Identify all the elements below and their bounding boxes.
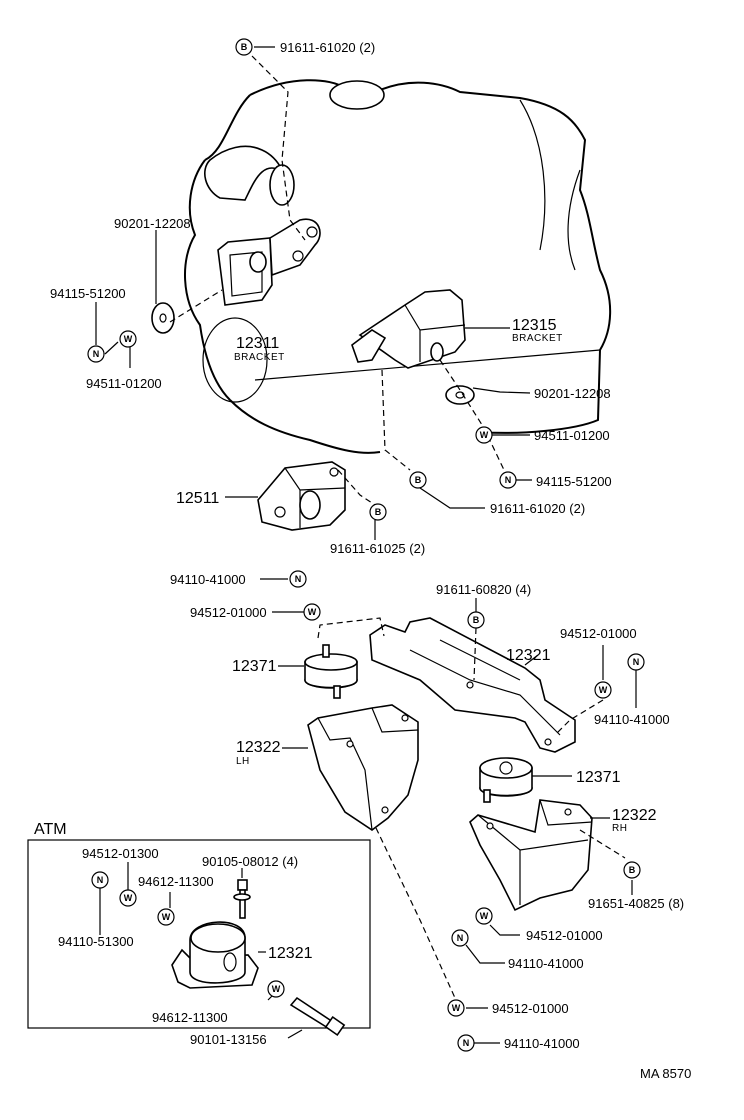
insulator-right-12371 [479, 757, 533, 803]
symbol-w-atm2: W [157, 908, 175, 926]
svg-text:N: N [505, 475, 512, 485]
symbol-b-rh: B [623, 861, 641, 879]
label-atm-insulator: 12321 [268, 945, 313, 962]
svg-text:N: N [457, 933, 464, 943]
symbol-b-right: B [409, 471, 427, 489]
symbol-n-right: N [499, 471, 517, 489]
symbol-w-mid: W [303, 603, 321, 621]
label-insulator-left: 12371 [232, 658, 277, 675]
symbol-n-rh: N [451, 929, 469, 947]
label-washer-right: 90201-12208 [534, 386, 611, 401]
label-atm-title: ATM [34, 821, 67, 838]
symbol-w-bottom: W [447, 999, 465, 1017]
label-bracket-right-num: 12315 [512, 317, 557, 334]
label-nut-left: 94115-51200 [50, 286, 126, 301]
symbol-b-12511: B [369, 503, 387, 521]
svg-text:W: W [480, 911, 489, 921]
front-mount-12511 [257, 461, 346, 531]
label-rh: RH [612, 823, 627, 834]
label-insulator-right: 12371 [576, 769, 621, 786]
washer-left-icon [151, 302, 175, 334]
leader-lines [95, 46, 637, 1044]
svg-text:N: N [93, 349, 100, 359]
label-washer-cross: 94512-01000 [560, 626, 637, 641]
symbol-w-rh: W [475, 907, 493, 925]
svg-text:W: W [480, 430, 489, 440]
symbol-w-atm1: W [119, 889, 137, 907]
washer-right-icon [445, 385, 475, 405]
label-b-top: 91611-61020 (2) [280, 40, 375, 55]
svg-text:B: B [375, 507, 382, 517]
atm-inset-box [27, 839, 371, 1037]
svg-text:W: W [124, 893, 133, 903]
label-bracket-right-word: BRACKET [512, 333, 563, 344]
symbol-n-mid: N [289, 570, 307, 588]
label-bracket-lh: 12322 [236, 739, 281, 756]
svg-text:B: B [415, 475, 422, 485]
symbol-w-left: W [119, 330, 137, 348]
label-lh: LH [236, 756, 250, 767]
engine-outline [183, 79, 612, 454]
svg-text:B: B [473, 615, 480, 625]
label-washer-bottom: 94512-01000 [492, 1001, 569, 1016]
symbol-n-cross: N [627, 653, 645, 671]
svg-text:B: B [241, 42, 248, 52]
svg-text:W: W [162, 912, 171, 922]
symbol-n-left: N [87, 345, 105, 363]
label-atm-washer3: 94612-11300 [152, 1010, 228, 1025]
label-crossmember: 12321 [506, 647, 551, 664]
label-atm-washer1: 94512-01300 [82, 846, 159, 861]
label-washer-rh: 94512-01000 [526, 928, 603, 943]
crossmember-12321 [369, 617, 576, 753]
symbol-n-atm: N [91, 871, 109, 889]
symbol-w-atm3: W [267, 980, 285, 998]
label-mount-12511: 12511 [176, 490, 219, 507]
symbol-w-right: W [475, 426, 493, 444]
svg-text:N: N [97, 875, 104, 885]
label-nut-bottom: 94110-41000 [504, 1036, 580, 1051]
symbol-n-bottom: N [457, 1034, 475, 1052]
symbol-b-top: B [235, 38, 253, 56]
insulator-left-12371 [304, 644, 358, 699]
svg-text:N: N [463, 1038, 470, 1048]
label-washer-mid: 94512-01000 [190, 605, 267, 620]
label-bracket-left-num: 12311 [236, 335, 279, 352]
label-nut-cross: 94110-41000 [594, 712, 670, 727]
bracket-lh-12322 [307, 704, 419, 831]
label-atm-nut: 94110-51300 [58, 934, 134, 949]
engine-bracket-left [217, 218, 321, 306]
svg-text:W: W [124, 334, 133, 344]
label-washer-left: 90201-12208 [114, 216, 191, 231]
engine-bracket-right [351, 289, 466, 369]
label-bolt-crossmember: 91611-60820 (4) [436, 582, 531, 597]
label-atm-bolt: 90105-08012 (4) [202, 854, 298, 869]
label-atm-washer2: 94612-11300 [138, 874, 214, 889]
label-atm-bolt-long: 90101-13156 [190, 1032, 267, 1047]
label-nut-rh: 94110-41000 [508, 956, 584, 971]
svg-text:W: W [272, 984, 281, 994]
diagram-code: MA 8570 [640, 1066, 691, 1081]
label-bolt-rh: 91651-40825 (8) [588, 896, 684, 911]
label-bolt-right: 91611-61020 (2) [490, 501, 585, 516]
label-nut-mid: 94110-41000 [170, 572, 246, 587]
bracket-rh-12322 [469, 799, 593, 912]
svg-text:B: B [629, 865, 636, 875]
label-bracket-rh: 12322 [612, 807, 657, 824]
label-bracket-left-word: BRACKET [234, 352, 285, 363]
svg-text:W: W [599, 685, 608, 695]
svg-text:W: W [452, 1003, 461, 1013]
label-spring-washer-right: 94511-01200 [534, 428, 610, 443]
svg-text:N: N [295, 574, 302, 584]
label-bolt-12511: 91611-61025 (2) [330, 541, 425, 556]
svg-text:N: N [633, 657, 640, 667]
label-spring-washer-left: 94511-01200 [86, 376, 162, 391]
symbol-w-cross: W [594, 681, 612, 699]
label-nut-right: 94115-51200 [536, 474, 612, 489]
symbol-b-crossmember: B [467, 611, 485, 629]
svg-text:W: W [308, 607, 317, 617]
